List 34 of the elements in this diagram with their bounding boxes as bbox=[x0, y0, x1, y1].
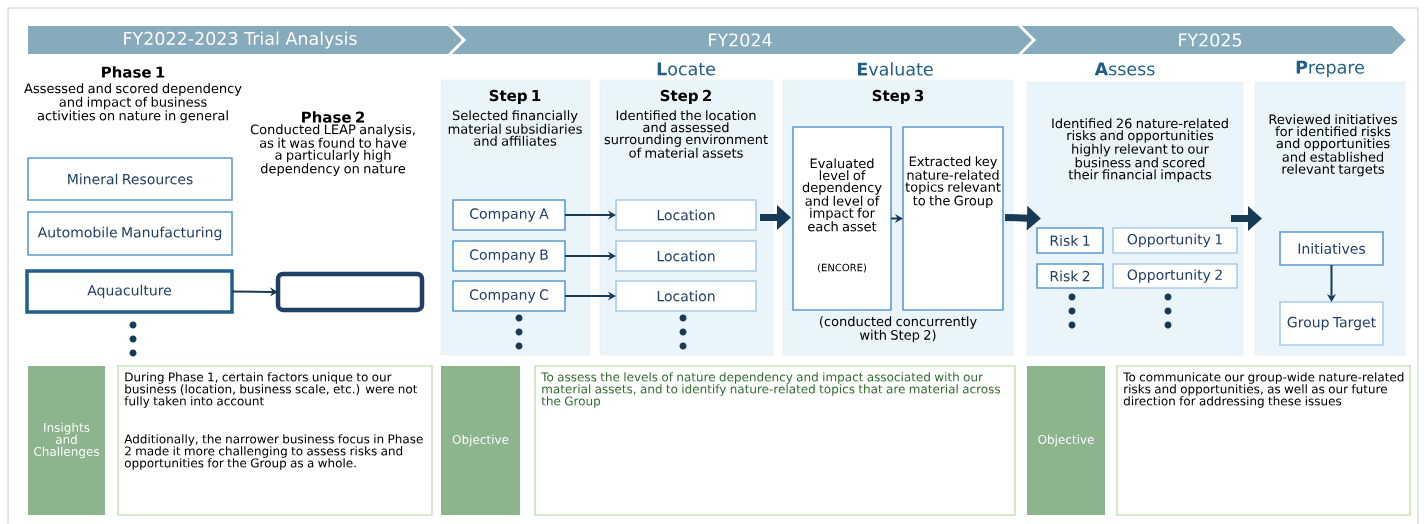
chevron-band: FY2024 bbox=[452, 26, 1032, 54]
company-box bbox=[275, 271, 425, 313]
text-box: During Phase 1, certain factors unique to our business (location, business scale, etc.) were not fully taken into account Additionally, the narrower business focus in Phase 2 made it more challenging to assess risks and opportunities for the Group as a whole. bbox=[117, 365, 433, 516]
phase-description: Assessed and scored dependency and impact of business activities on nature in general bbox=[24, 83, 242, 123]
initiative-box: Initiatives bbox=[1279, 231, 1384, 266]
sector-box: Mineral Resources bbox=[27, 157, 233, 201]
chevron-band: FY2025 bbox=[1022, 26, 1406, 54]
node-label: FY2025 bbox=[1179, 33, 1242, 47]
process-box: Evaluated level of dependency and level of impact for each asset (ENCORE) bbox=[792, 126, 892, 311]
phase-description: Conducted LEAP analysis, as it was found to have a particularly high dependency on nature bbox=[250, 124, 415, 176]
location-box: Location bbox=[615, 240, 757, 272]
sector-box: Automobile Manufacturing bbox=[27, 211, 233, 256]
node-label: FY2024 bbox=[709, 33, 772, 47]
node-label: FY2022-2023 Trial Analysis bbox=[124, 31, 357, 49]
stage-heading: Evaluate bbox=[857, 62, 933, 76]
company-box: Company C bbox=[452, 280, 566, 312]
opportunity-box: Opportunity 1 bbox=[1112, 227, 1238, 254]
category-box: Insights and Challenges bbox=[28, 366, 105, 515]
category-box: Objective bbox=[1027, 366, 1105, 515]
phase-heading: Phase 2 bbox=[302, 111, 365, 123]
chevron-band: FY2022-2023 Trial Analysis bbox=[28, 26, 462, 54]
opportunity-box: Opportunity 2 bbox=[1112, 263, 1238, 289]
target-box: Group Target bbox=[1279, 301, 1384, 346]
sector-box: Aquaculture bbox=[25, 269, 234, 314]
location-box: Location bbox=[615, 280, 757, 312]
text-box: To assess the levels of nature dependency and impact associated with our material assets, and to identify nature-related topics that are material across the Group bbox=[534, 365, 1016, 516]
location-box: Location bbox=[615, 199, 757, 231]
company-box: Company B bbox=[452, 240, 566, 272]
text-box: To communicate our group-wide nature-related risks and opportunities, as well as our future direction for addressing these issues bbox=[1116, 365, 1411, 516]
company-box: Company A bbox=[452, 199, 566, 231]
risk-box: Risk 2 bbox=[1036, 263, 1104, 289]
risk-box: Risk 1 bbox=[1036, 227, 1104, 254]
process-box: Extracted key nature-related topics relevant to the Group bbox=[902, 126, 1004, 311]
category-box: Objective bbox=[441, 366, 520, 515]
